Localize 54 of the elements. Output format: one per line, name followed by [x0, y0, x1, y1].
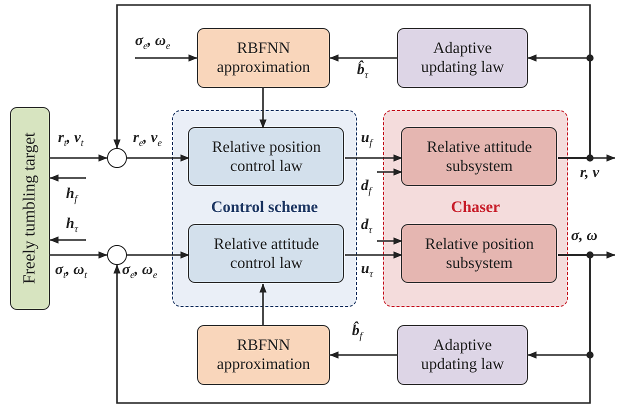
signal-arrow	[127, 251, 190, 259]
signal-arrow	[113, 254, 591, 404]
signal-label: r, v	[580, 166, 600, 181]
signal-arrow	[330, 54, 397, 62]
control-scheme-group	[172, 110, 357, 307]
signal-arrow	[50, 251, 108, 259]
signal-label: h$_{f}$	[66, 187, 78, 205]
subsystem-box	[401, 224, 558, 284]
signal-arrow	[50, 154, 108, 162]
signal-arrow	[50, 174, 86, 182]
signal-arrow	[127, 154, 190, 162]
signal-arrow	[345, 154, 402, 162]
signal-label: d$_{f}$	[361, 179, 372, 197]
block-label: Relative position control law	[210, 138, 322, 176]
summing-junction	[107, 148, 127, 168]
signal-label: σ$_{t}$, ω$_{t}$	[55, 263, 88, 281]
signal-label: h$_{τ}$	[66, 217, 78, 235]
signal-label: σ$_{e}$, ω$_{e}$	[135, 34, 170, 52]
signal-arrow	[135, 54, 198, 62]
block-label: RBFNN approximation	[216, 336, 312, 374]
approximation-box	[197, 28, 330, 88]
chaser-group	[383, 110, 568, 307]
signal-label: u$_{τ}$	[361, 262, 373, 280]
signal-arrow	[377, 237, 402, 245]
target-box	[10, 107, 50, 310]
approximation-box	[197, 325, 330, 385]
updating-law-box	[397, 28, 528, 88]
group-title: Chaser	[451, 199, 500, 217]
block-label: Relative position subsystem	[424, 234, 535, 274]
signal-arrow	[377, 168, 402, 176]
signal-label: σ$_{e}$, ω$_{e}$	[122, 263, 158, 281]
block-label: Relative attitude subsystem	[426, 138, 534, 176]
block-label: Freely tumbling target	[20, 132, 40, 284]
signal-arrow	[259, 284, 267, 325]
summing-junction	[107, 245, 127, 265]
signal-label: r$_{e}$, v$_{e}$	[133, 131, 162, 149]
signal-label: r$_{t}$, v$_{t}$	[58, 131, 84, 149]
signal-label: σ, ω	[571, 229, 598, 244]
signal-arrow	[50, 236, 86, 244]
block-label: Relative attitude control law	[212, 234, 320, 274]
control-law-box	[188, 127, 344, 186]
signal-arrow	[113, 4, 591, 159]
signal-label: u$_{f}$	[361, 131, 372, 149]
block-label: Adaptive updating law	[420, 38, 506, 78]
block-label: Adaptive updating law	[420, 336, 506, 374]
control-law-box	[188, 224, 344, 284]
signal-arrow	[259, 88, 267, 128]
group-title: Control scheme	[211, 199, 318, 217]
signal-arrow	[330, 351, 397, 359]
subsystem-box	[401, 127, 558, 186]
block-label: RBFNN approximation	[216, 38, 312, 78]
updating-law-box	[397, 325, 528, 385]
signal-label: d$_{τ}$	[361, 218, 372, 236]
signal-arrow	[345, 251, 402, 259]
